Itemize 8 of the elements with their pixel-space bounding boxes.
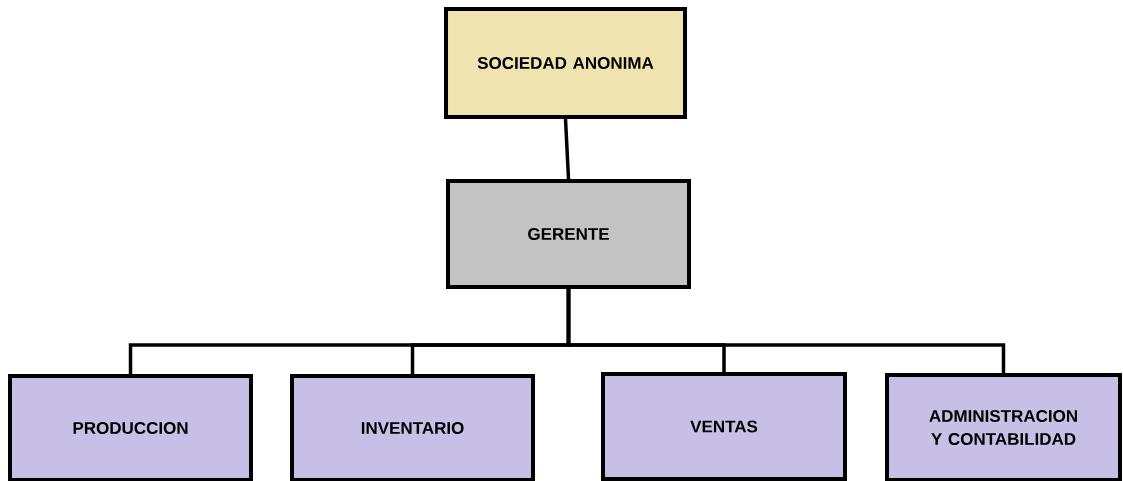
connector-line — [563, 118, 571, 180]
org-box: PRODUCCION — [8, 374, 253, 481]
org-box: ADMINISTRACION Y CONTABILIDAD — [885, 373, 1122, 481]
org-box: VENTAS — [601, 372, 847, 481]
org-box: GERENTE — [446, 179, 691, 289]
connector-line — [566, 289, 1006, 373]
org-box: INVENTARIO — [290, 374, 535, 481]
org-box: SOCIEDAD ANONIMA — [444, 7, 687, 119]
